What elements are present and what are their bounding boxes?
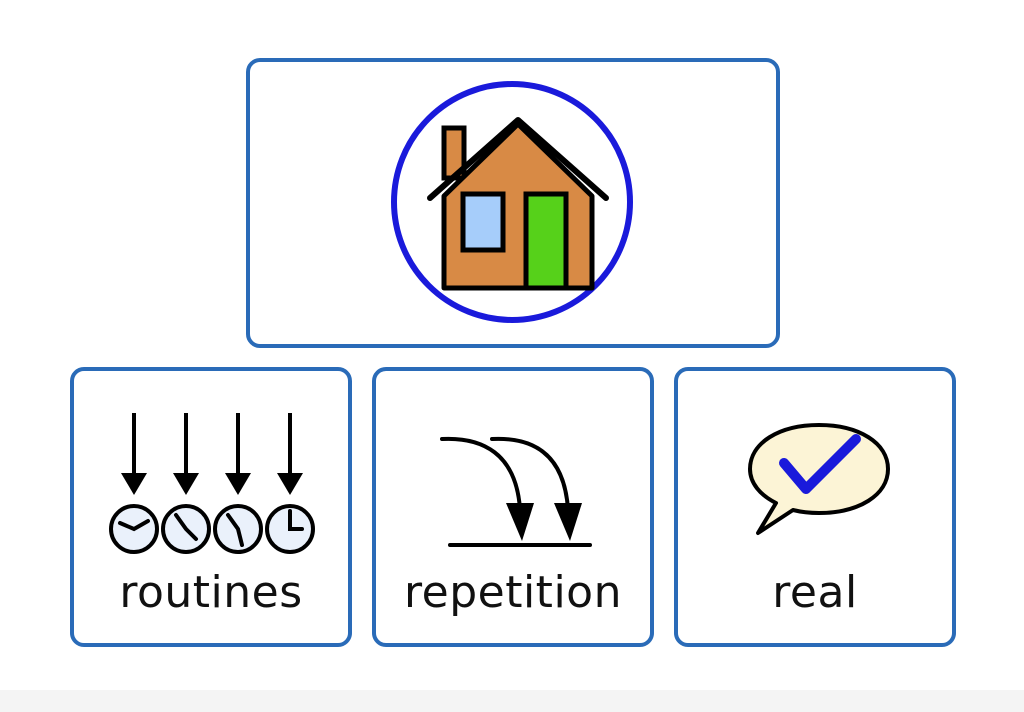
real-card[interactable]: real xyxy=(674,367,956,647)
footer-strip xyxy=(0,690,1024,712)
clocks-routine-icon xyxy=(109,413,315,554)
speech-bubble-check-icon xyxy=(748,423,890,535)
card-label: routines xyxy=(119,567,303,618)
card-label: repetition xyxy=(404,567,622,618)
repeat-arrows-icon xyxy=(440,436,592,547)
repetition-card[interactable]: repetition xyxy=(372,367,654,647)
home-card[interactable] xyxy=(246,58,780,348)
card-label: real xyxy=(772,567,858,618)
house-icon xyxy=(391,81,633,323)
routines-card[interactable]: routines xyxy=(70,367,352,647)
